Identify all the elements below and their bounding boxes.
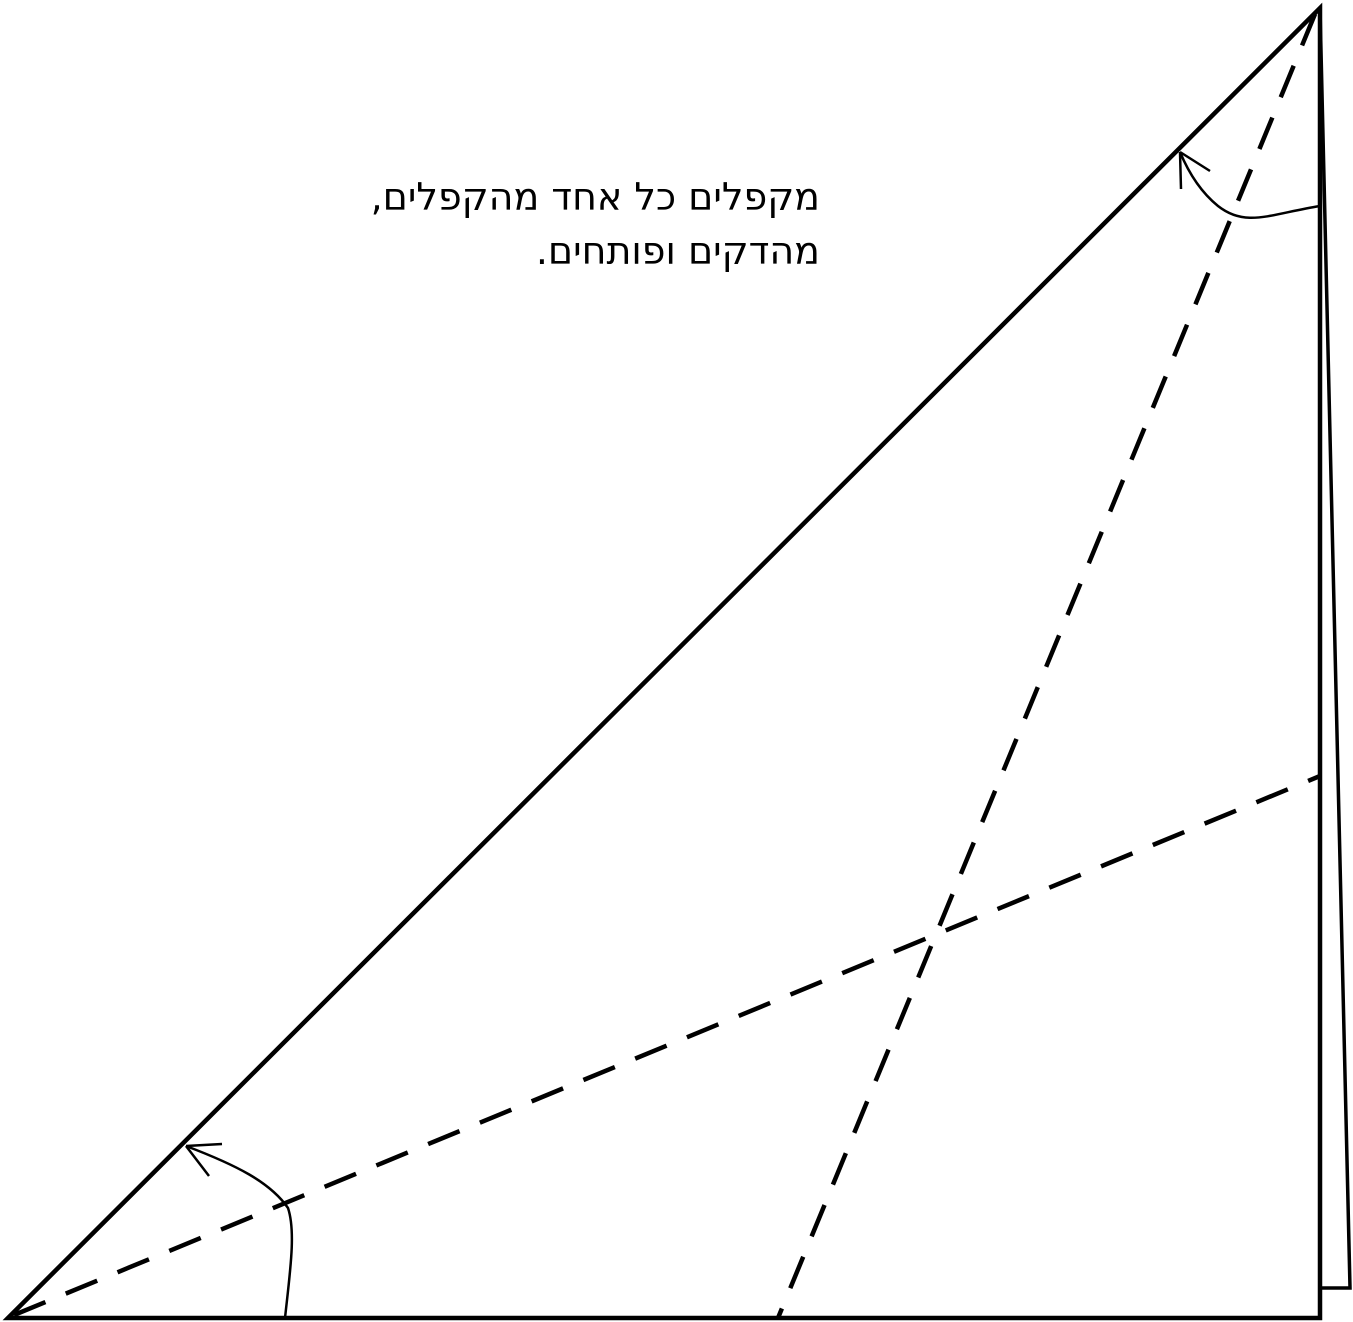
fold-arrow-top — [1178, 150, 1321, 219]
instruction-line-2: מהדקים ופותחים. — [535, 229, 820, 273]
paper-triangle-outline — [2, 2, 1323, 1321]
fold-arrow-bottom — [185, 1142, 294, 1319]
back-layer-edge — [1318, 7, 1352, 1290]
instruction-text: מקפלים כל אחד מהקפלים, מהדקים ופותחים. — [371, 170, 820, 278]
instruction-line-1: מקפלים כל אחד מהקפלים, — [370, 175, 820, 219]
fold-line-bottom — [13, 773, 1321, 1318]
fold-line-top — [775, 13, 1318, 1319]
